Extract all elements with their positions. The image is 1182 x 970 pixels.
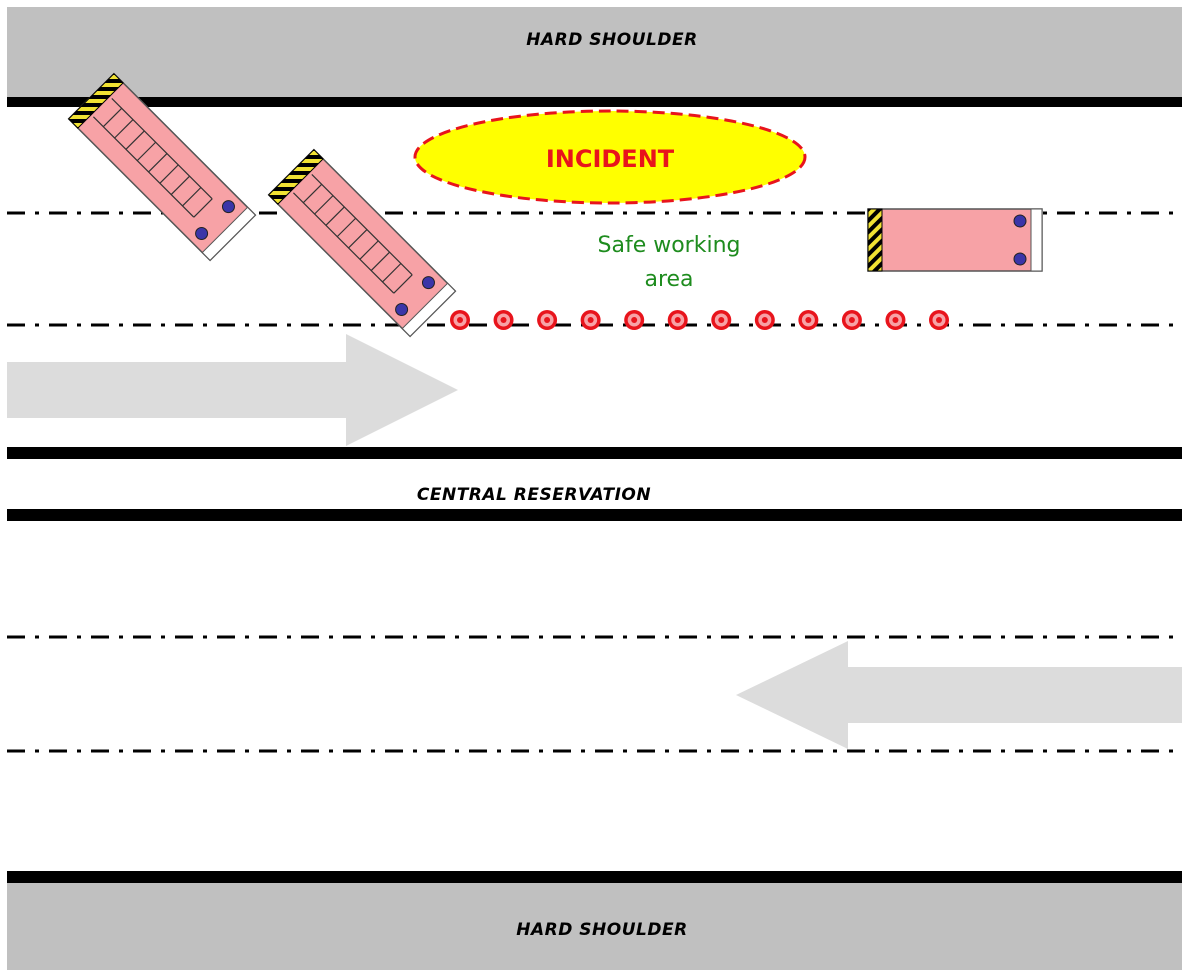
ladder <box>92 97 213 218</box>
traffic-cone-icon <box>580 310 601 330</box>
blue-light-icon <box>195 226 209 240</box>
edge-line-central-upper <box>7 447 1182 459</box>
traffic-cone-icon <box>450 310 470 330</box>
incident-label: INCIDENT <box>546 145 675 173</box>
incident-marker: INCIDENT <box>413 109 807 205</box>
edge-line-central-lower <box>7 509 1182 521</box>
traffic-cone-icon <box>885 310 906 330</box>
edge-line-bottom <box>7 871 1182 883</box>
cab-windscreen <box>1030 208 1043 272</box>
hard-shoulder-top-label: HARD SHOULDER <box>526 30 697 50</box>
blue-light-icon <box>395 302 409 316</box>
traffic-cones <box>450 310 949 330</box>
traffic-cone-icon <box>711 310 732 330</box>
traffic-cone-icon <box>667 310 688 330</box>
support-vehicle <box>867 208 1043 272</box>
vehicle-body <box>867 208 1043 272</box>
fire-engine-2 <box>267 148 457 338</box>
incident-ellipse <box>413 109 807 205</box>
blue-light-icon <box>1013 214 1027 228</box>
edge-line-top <box>7 97 1182 107</box>
cab-windscreen <box>201 206 257 262</box>
traffic-cone-icon <box>929 310 949 330</box>
traffic-cone-icon <box>754 310 775 330</box>
fire-engine-1 <box>67 72 257 262</box>
rear-chevrons <box>267 148 324 205</box>
traffic-arrow-left <box>736 641 1182 749</box>
hard-shoulder-top <box>7 7 1182 97</box>
cab-windscreen <box>401 282 457 338</box>
traffic-cone-icon <box>537 310 558 330</box>
safe-area-label-line1: Safe working <box>598 233 741 258</box>
traffic-cone-icon <box>841 310 862 330</box>
ladder <box>292 173 413 294</box>
traffic-arrow-right <box>7 334 458 446</box>
central-reservation-label: CENTRAL RESERVATION <box>417 485 651 505</box>
safe-working-area: Safe working area <box>598 233 741 292</box>
rear-chevrons <box>67 72 124 129</box>
hard-shoulder-bottom <box>7 883 1182 970</box>
blue-light-icon <box>421 276 435 290</box>
traffic-cone-icon <box>624 310 645 330</box>
blue-light-icon <box>221 200 235 214</box>
blue-light-icon <box>1013 252 1027 266</box>
traffic-cone-icon <box>798 310 819 330</box>
safe-area-label-line2: area <box>644 267 693 292</box>
hard-shoulder-bottom-label: HARD SHOULDER <box>516 920 687 940</box>
rear-chevrons <box>867 208 883 272</box>
traffic-cone-icon <box>493 310 514 330</box>
